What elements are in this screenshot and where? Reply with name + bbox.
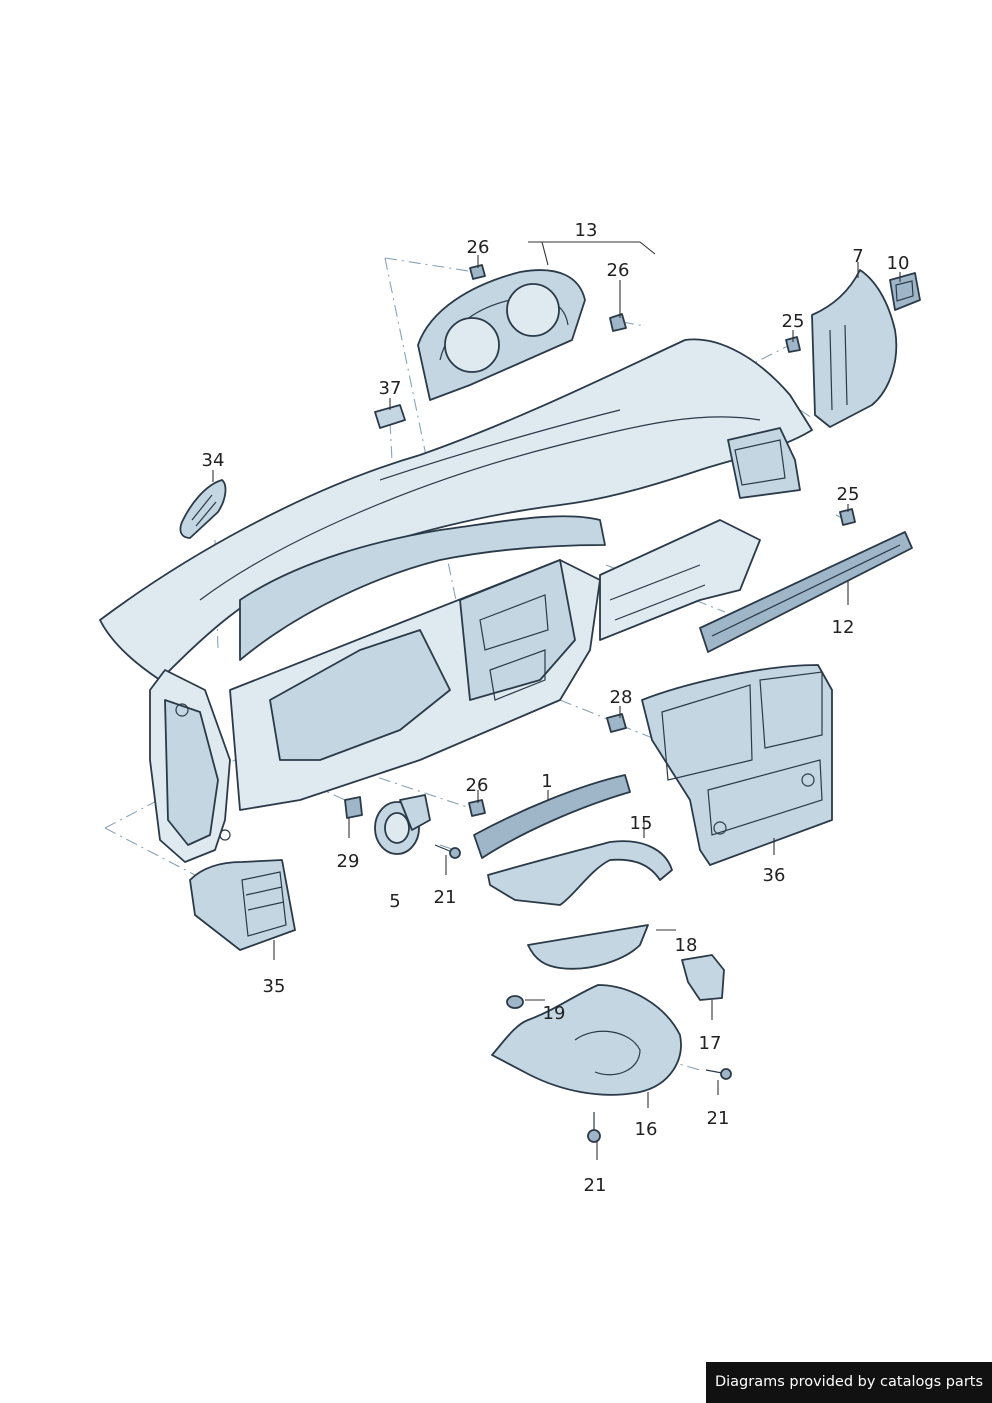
center-vent-small [374,404,406,429]
callout-26: 26 [466,775,489,796]
callout-21: 21 [584,1175,607,1196]
callout-21: 21 [434,887,457,908]
callout-34: 34 [202,450,225,471]
callout-13: 13 [575,220,598,241]
callout-12: 12 [832,617,855,638]
side-vent-left [179,479,227,539]
ignition-ring [374,794,431,855]
steering-trim-upper [487,840,673,906]
air-vent-left [189,859,296,951]
dashboard-panel [99,338,813,681]
callout-10: 10 [887,253,910,274]
plug-part [506,995,524,1009]
callout-25: 25 [782,311,805,332]
screws [434,844,732,1143]
trim-strip-right [699,531,913,653]
instrument-cluster-trim [417,269,586,401]
side-cover [811,269,898,428]
callout-36: 36 [763,865,786,886]
clips [344,264,856,819]
knee-trim [527,924,649,970]
callout-18: 18 [675,935,698,956]
callout-16: 16 [635,1119,658,1140]
credit-badge: Diagrams provided by catalogs parts [706,1362,992,1403]
callout-37: 37 [379,378,402,399]
callout-1: 1 [541,771,552,792]
callout-25: 25 [837,484,860,505]
callout-7: 7 [852,246,863,267]
trim-strip-center [473,774,631,859]
callout-21: 21 [707,1108,730,1129]
callout-29: 29 [337,851,360,872]
callout-5: 5 [389,891,400,912]
callout-26: 26 [607,260,630,281]
switch-part [889,272,921,311]
bracket-part [681,954,725,1001]
callout-19: 19 [543,1003,566,1024]
callout-labels: 13 26 26 7 10 25 37 34 25 12 28 26 1 15 … [202,220,910,1196]
callout-17: 17 [699,1033,722,1054]
center-vent-trim [641,664,833,866]
callout-26: 26 [467,237,490,258]
crossmember-frame [149,519,761,863]
callout-15: 15 [630,813,653,834]
callout-35: 35 [263,976,286,997]
leader-lines [212,241,901,1160]
steering-trim-lower [491,984,682,1096]
callout-28: 28 [610,687,633,708]
